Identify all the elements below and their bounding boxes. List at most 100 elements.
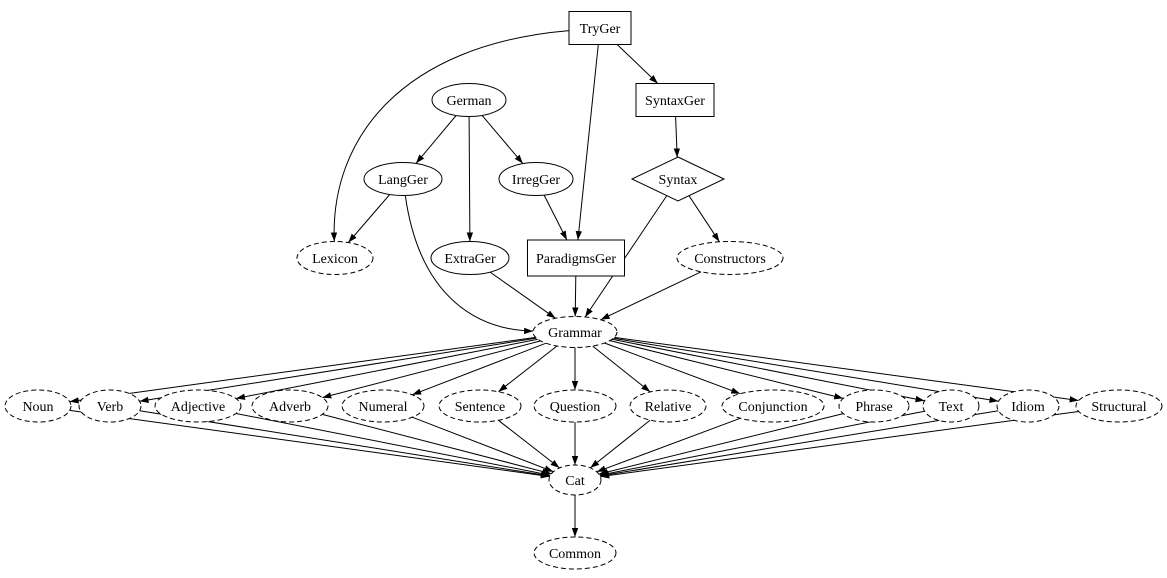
edge-irregger-to-paradigmsger	[543, 194, 568, 241]
edge-grammar-to-adjective	[235, 338, 538, 400]
node-numeral: Numeral	[341, 389, 425, 423]
node-conjunction: Conjunction	[721, 389, 825, 423]
node-relative: Relative	[629, 389, 707, 423]
ellipse-shape	[996, 389, 1060, 423]
edge-langger-to-grammar	[404, 195, 534, 335]
node-verb: Verb	[78, 389, 142, 423]
rect-shape	[527, 239, 625, 277]
node-grammar: Grammar	[532, 316, 618, 348]
ellipse-shape	[533, 536, 617, 570]
edge-phrase-to-cat	[598, 413, 844, 476]
edge-relative-to-cat	[589, 419, 651, 469]
ellipse-shape	[341, 389, 425, 423]
edge-numeral-to-cat	[412, 416, 554, 473]
ellipse-shape	[838, 389, 910, 423]
node-text: Text	[922, 389, 980, 423]
node-label: TryGer	[580, 22, 621, 37]
node-label: Grammar	[548, 326, 602, 341]
ellipse-shape	[431, 83, 507, 117]
node-label: Numeral	[359, 400, 408, 415]
node-idiom: Idiom	[996, 389, 1060, 423]
ellipse-shape	[363, 162, 443, 196]
node-label: SyntaxGer	[645, 94, 705, 109]
edge-sentence-to-cat	[498, 419, 560, 469]
ellipse-shape	[721, 389, 825, 423]
node-label: Common	[549, 547, 601, 562]
node-label: Constructors	[694, 252, 766, 267]
node-label: Structural	[1091, 400, 1146, 415]
edge-grammar-to-adverb	[322, 340, 541, 399]
node-label: Syntax	[659, 173, 698, 188]
ellipse-shape	[78, 389, 142, 423]
edge-paradigmsger-to-grammar	[572, 275, 579, 317]
edge-grammar-to-relative	[592, 345, 651, 393]
ellipse-shape	[4, 389, 72, 423]
edge-verb-to-cat	[139, 410, 550, 478]
node-german: German	[431, 83, 507, 117]
ellipse-shape	[498, 162, 574, 196]
node-label: Lexicon	[312, 252, 358, 267]
edge-structural-to-cat	[600, 411, 1079, 479]
edge-grammar-to-idiom	[613, 337, 999, 403]
edge-constructors-to-grammar	[600, 271, 702, 321]
ellipse-shape	[629, 389, 707, 423]
node-sentence: Sentence	[438, 389, 522, 423]
edge-grammar-to-structural	[614, 336, 1079, 403]
ellipse-shape	[430, 241, 510, 275]
edge-langger-to-lexicon	[347, 194, 391, 243]
node-paradigmsger: ParadigmsGer	[527, 239, 625, 277]
ellipse-shape	[438, 389, 522, 423]
node-irregger: IrregGer	[498, 162, 574, 196]
node-label: LangGer	[378, 173, 428, 188]
edge-german-to-langger	[415, 115, 457, 164]
node-label: Verb	[97, 400, 123, 415]
rect-shape	[635, 83, 715, 117]
node-label: Adjective	[171, 400, 225, 415]
edge-conjunction-to-cat	[596, 417, 741, 473]
node-label: Text	[939, 400, 964, 415]
ellipse-shape	[922, 389, 980, 423]
ellipse-shape	[533, 389, 617, 423]
ellipse-shape	[251, 389, 329, 423]
node-label: IrregGer	[512, 173, 561, 188]
edge-adjective-to-cat	[235, 413, 551, 477]
node-noun: Noun	[4, 389, 72, 423]
node-cat: Cat	[548, 464, 602, 496]
node-label: Conjunction	[738, 400, 807, 415]
node-label: ParadigmsGer	[536, 252, 616, 267]
node-question: Question	[533, 389, 617, 423]
ellipse-shape	[296, 241, 374, 275]
node-label: Adverb	[269, 400, 311, 415]
edge-tryger-to-paradigmsger	[575, 44, 599, 241]
node-adjective: Adjective	[154, 389, 242, 423]
node-extrager: ExtraGer	[430, 241, 510, 275]
edge-idiom-to-cat	[599, 410, 999, 478]
ellipse-shape	[532, 316, 618, 348]
edge-adverb-to-cat	[322, 413, 552, 475]
ellipse-shape	[154, 389, 242, 423]
node-label: German	[446, 94, 491, 109]
edge-extrager-to-grammar	[489, 271, 556, 319]
edge-tryger-to-syntaxger	[616, 44, 659, 84]
node-label: Question	[550, 400, 601, 415]
edge-syntax-to-constructors	[688, 195, 720, 243]
edge-tryger-to-lexicon	[330, 30, 570, 242]
node-tryger: TryGer	[568, 11, 632, 45]
node-syntaxger: SyntaxGer	[635, 83, 715, 117]
edge-grammar-to-numeral	[412, 342, 547, 396]
ellipse-shape	[676, 241, 784, 275]
edge-grammar-to-conjunction	[604, 342, 741, 395]
edge-grammar-to-phrase	[609, 340, 844, 400]
node-constructors: Constructors	[676, 241, 784, 275]
node-langger: LangGer	[363, 162, 443, 196]
node-phrase: Phrase	[838, 389, 910, 423]
node-label: Sentence	[455, 400, 506, 415]
node-label: Idiom	[1011, 400, 1045, 415]
ellipse-shape	[1075, 389, 1163, 423]
edge-grammar-to-sentence	[498, 345, 558, 393]
node-label: Phrase	[855, 400, 892, 415]
node-adverb: Adverb	[251, 389, 329, 423]
node-label: Relative	[645, 400, 692, 415]
edge-noun-to-cat	[69, 409, 550, 479]
